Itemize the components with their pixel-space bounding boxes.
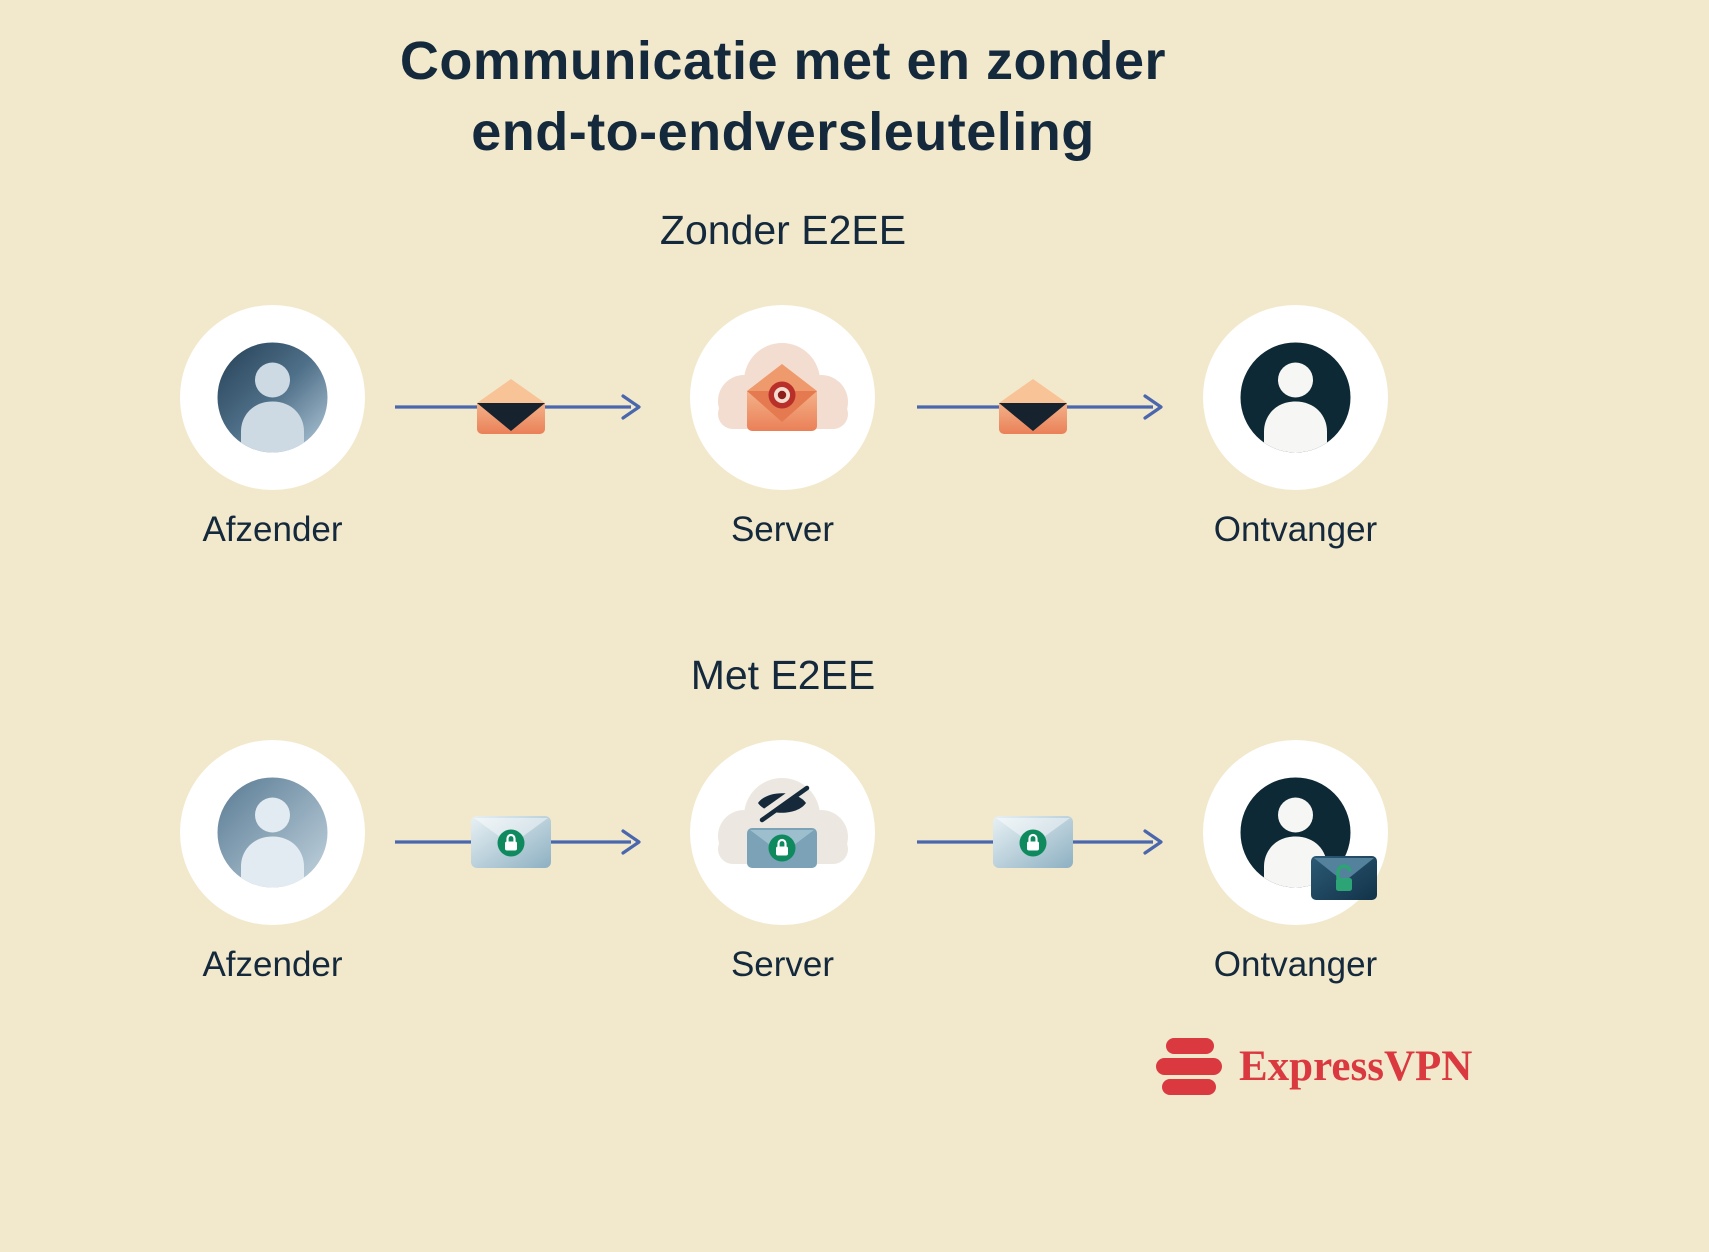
title-line-2: end-to-endversleuteling bbox=[471, 102, 1095, 163]
title-line-1: Communicatie met en zonder bbox=[399, 31, 1167, 91]
person-avatar-light-icon bbox=[180, 740, 365, 925]
node-receiver-zonder: Ontvanger bbox=[1203, 305, 1388, 550]
flow-connector bbox=[393, 357, 643, 457]
node-label-sender: Afzender bbox=[202, 945, 343, 984]
flow-connector bbox=[393, 792, 643, 892]
locked-envelope-icon bbox=[469, 814, 553, 870]
open-envelope-icon bbox=[477, 379, 545, 434]
flow-connector bbox=[915, 357, 1165, 457]
cloud-open-envelope-eye-icon bbox=[690, 305, 875, 490]
person-avatar-light-icon bbox=[180, 305, 365, 490]
node-server-zonder: Server bbox=[690, 305, 875, 550]
person-avatar-dark-icon bbox=[1203, 305, 1388, 490]
node-sender-met: Afzender bbox=[180, 740, 365, 985]
expressvpn-wordmark: ExpressVPN bbox=[1239, 1043, 1473, 1090]
node-receiver-met: Ontvanger bbox=[1203, 740, 1388, 985]
expressvpn-logo-icon bbox=[1156, 1038, 1222, 1095]
node-sender-zonder: Afzender bbox=[180, 305, 365, 550]
page-title: Communicatie met en zonder end-to-endver… bbox=[0, 26, 1566, 169]
open-envelope-icon bbox=[999, 379, 1067, 434]
node-label-receiver: Ontvanger bbox=[1213, 945, 1378, 984]
node-label-server: Server bbox=[730, 945, 835, 984]
expressvpn-branding: ExpressVPN bbox=[1156, 1038, 1472, 1095]
node-server-met: Server bbox=[690, 740, 875, 985]
section-heading-met-e2ee: Met E2EE bbox=[690, 652, 876, 698]
locked-envelope-icon bbox=[991, 814, 1075, 870]
node-label-sender: Afzender bbox=[202, 510, 343, 549]
cloud-hidden-eye-locked-envelope-icon bbox=[690, 740, 875, 925]
flow-connector bbox=[915, 792, 1165, 892]
node-label-server: Server bbox=[730, 510, 835, 549]
person-avatar-dark-unlocked-envelope-icon bbox=[1203, 740, 1388, 925]
section-heading-zonder-e2ee: Zonder E2EE bbox=[659, 207, 907, 253]
node-label-receiver: Ontvanger bbox=[1213, 510, 1378, 549]
